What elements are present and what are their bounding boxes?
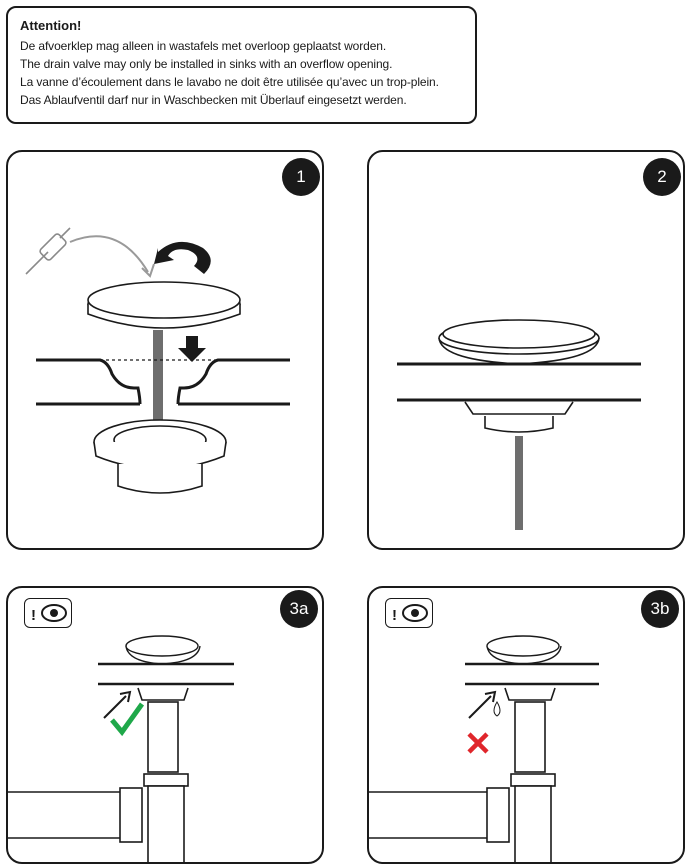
inspect-eye-icon: !: [385, 598, 433, 628]
drain-cap: [486, 635, 562, 665]
step-3a-panel: ! 3a: [6, 586, 324, 864]
siphon: [8, 687, 189, 862]
screwdriver-icon: [25, 227, 71, 275]
drain-cap: [125, 635, 201, 665]
sink-section: [98, 662, 234, 686]
siphon: [369, 687, 556, 862]
rotate-arrow-icon: [154, 241, 211, 274]
threaded-rod: [153, 330, 163, 422]
step-2-illustration: [397, 319, 641, 530]
threaded-rod: [515, 436, 523, 530]
drain-cap: [87, 281, 241, 329]
drain-cap: [438, 319, 600, 365]
sink-section: [465, 662, 599, 686]
attention-line-de: Das Ablaufventil darf nur in Waschbecken…: [20, 93, 407, 107]
sink-section: [397, 362, 641, 402]
wrong-cross-icon: [467, 732, 489, 754]
water-drop-icon: [493, 701, 501, 717]
attention-line-fr: La vanne d’écoulement dans le lavabo ne …: [20, 75, 439, 89]
sink-section: [36, 358, 290, 406]
curved-arrow-gray: [69, 235, 149, 273]
step-2-panel: 2: [367, 150, 685, 550]
step-1-badge: 1: [282, 158, 320, 196]
svg-text:!: !: [392, 607, 397, 624]
svg-text:!: !: [31, 607, 36, 624]
down-arrow-icon: [178, 336, 206, 362]
step-3b-panel: ! 3b: [367, 586, 685, 864]
step-3b-illustration: [369, 635, 599, 862]
step-3b-badge: 3b: [641, 590, 679, 628]
drain-body: [93, 419, 227, 494]
attention-title: Attention!: [20, 18, 82, 33]
attention-line-en: The drain valve may only be installed in…: [20, 57, 393, 71]
inspect-eye-icon: !: [24, 598, 72, 628]
attention-line-nl: De afvoerklep mag alleen in wastafels me…: [20, 39, 387, 53]
step-3a-illustration: [8, 635, 234, 862]
pointer-arrow: [103, 695, 127, 719]
attention-box: Attention! De afvoerklep mag alleen in w…: [6, 6, 477, 124]
step-3a-badge: 3a: [280, 590, 318, 628]
step-2-badge: 2: [643, 158, 681, 196]
step-1-panel: 1: [6, 150, 324, 550]
drain-body: [464, 401, 574, 433]
correct-check-icon: [110, 702, 145, 737]
step-1-illustration: [25, 227, 290, 494]
pointer-arrow: [468, 695, 492, 719]
